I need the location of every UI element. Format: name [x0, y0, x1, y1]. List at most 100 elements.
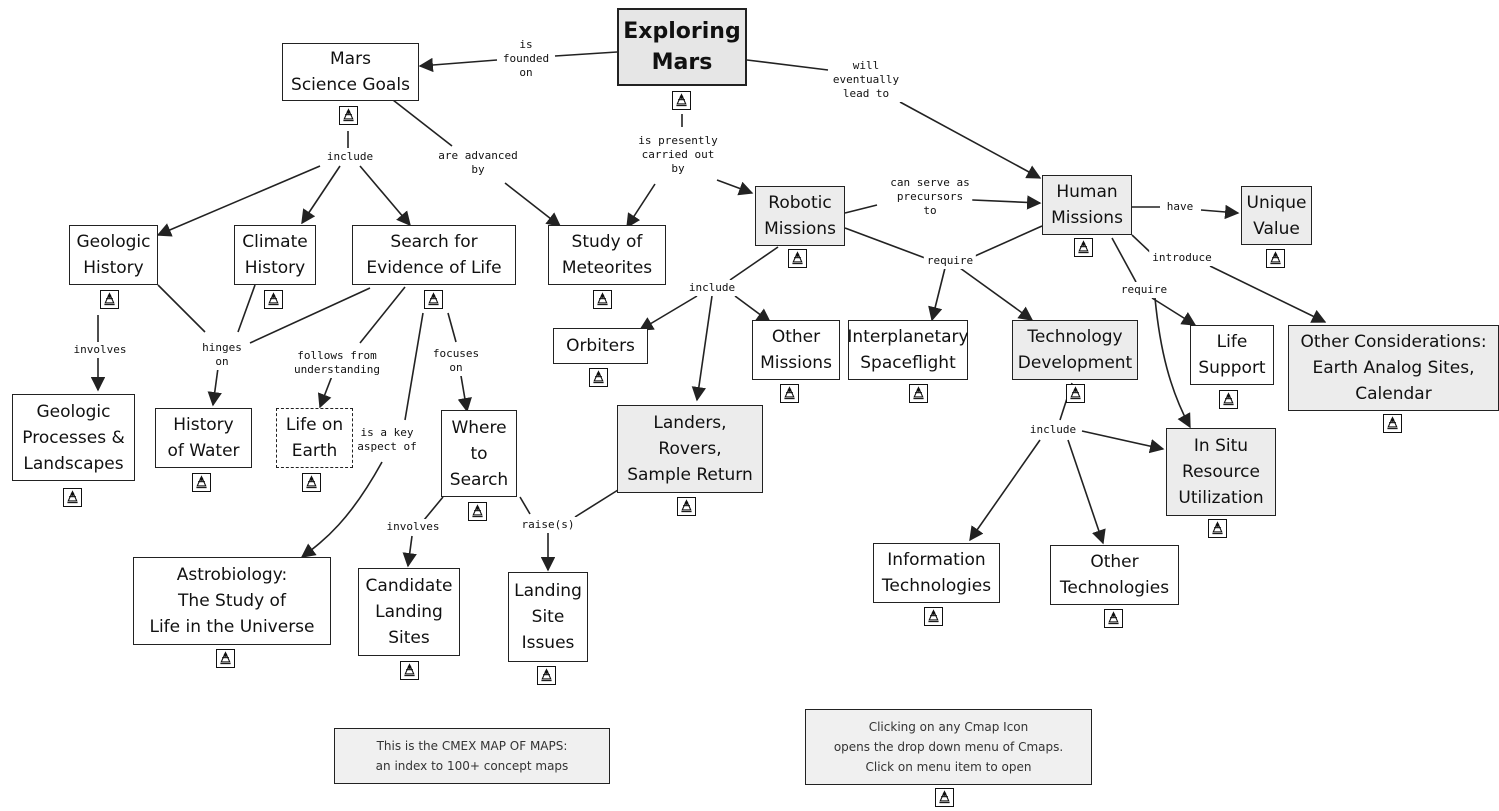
link-line	[974, 225, 1043, 257]
link-arrow	[207, 367, 222, 407]
link-line	[554, 51, 618, 57]
note-map-of-maps: This is the CMEX MAP OF MAPS: an index t…	[334, 728, 610, 784]
cmap-icon[interactable]	[468, 502, 487, 521]
cmap-icon[interactable]	[672, 91, 691, 110]
link-line	[359, 286, 406, 344]
concept-candidate-landing-sites[interactable]: Candidate Landing Sites	[358, 568, 460, 656]
concept-mars-science-goals[interactable]: Mars Science Goals	[282, 43, 419, 101]
link-arrow	[457, 369, 472, 413]
link-label-hinges-on: hinges on	[199, 340, 245, 370]
link-label-introduce: introduce	[1149, 250, 1215, 266]
cmap-icon[interactable]	[924, 607, 943, 626]
cmap-icon[interactable]	[1066, 384, 1085, 403]
link-arrow	[899, 101, 1042, 179]
link-line	[404, 312, 424, 421]
cmap-icon[interactable]	[1104, 609, 1123, 628]
link-label-are-advanced-by: are advanced by	[435, 148, 521, 178]
concept-human-missions[interactable]: Human Missions	[1042, 175, 1132, 235]
link-line	[574, 489, 619, 518]
cmap-icon[interactable]	[100, 290, 119, 309]
concept-history-of-water[interactable]: History of Water	[155, 408, 252, 468]
concept-interplanetary-spaceflight[interactable]: Interplanetary Spaceflight	[847, 320, 969, 380]
concept-geologic-history[interactable]: Geologic History	[69, 225, 158, 285]
cmap-icon[interactable]	[424, 290, 443, 309]
cmap-icon[interactable]	[1219, 390, 1238, 409]
concept-exploring-mars[interactable]: Exploring Mars	[617, 8, 747, 86]
link-label-follows-from-understanding: follows from understanding	[290, 348, 384, 378]
cmap-icon[interactable]	[1074, 238, 1093, 257]
link-line	[423, 496, 444, 521]
link-arrow	[959, 267, 1034, 321]
link-label-have: have	[1163, 199, 1197, 215]
link-line	[844, 227, 926, 259]
cmap-icon[interactable]	[339, 106, 358, 125]
link-label-involves: involves	[70, 342, 130, 358]
link-arrow	[300, 461, 383, 558]
link-arrow	[638, 295, 698, 331]
cmap-icon[interactable]	[589, 368, 608, 387]
cmap-icon[interactable]	[63, 488, 82, 507]
concept-other-technologies[interactable]: Other Technologies	[1050, 545, 1179, 605]
cmap-icon[interactable]	[593, 290, 612, 309]
concept-astrobiology[interactable]: Astrobiology: The Study of Life in the U…	[133, 557, 331, 645]
link-arrow	[359, 165, 411, 227]
cmap-icon[interactable]	[780, 384, 799, 403]
link-label-can-serve-as-precursors-to: can serve as precursors to	[887, 175, 973, 219]
concept-unique-value[interactable]: Unique Value	[1241, 186, 1312, 245]
concept-life-on-earth[interactable]: Life on Earth	[276, 408, 353, 468]
link-label-include: include	[1026, 422, 1080, 438]
concept-study-of-meteorites[interactable]: Study of Meteorites	[548, 225, 666, 285]
concept-robotic-missions[interactable]: Robotic Missions	[755, 186, 845, 246]
link-arrow	[928, 267, 946, 322]
link-line	[249, 287, 371, 344]
cmap-icon[interactable]	[677, 497, 696, 516]
link-arrow	[1209, 265, 1327, 323]
concept-in-situ-resource-utilization[interactable]: In Situ Resource Utilization	[1166, 428, 1276, 516]
link-line	[1111, 237, 1137, 283]
concept-search-for-evidence-of-life[interactable]: Search for Evidence of Life	[352, 225, 516, 285]
link-label-include: include	[685, 280, 739, 296]
link-arrow	[691, 295, 713, 402]
concept-life-support[interactable]: Life Support	[1190, 325, 1274, 385]
cmap-icon[interactable]	[192, 473, 211, 492]
cmap-icon[interactable]	[909, 384, 928, 403]
concept-landing-site-issues[interactable]: Landing Site Issues	[508, 572, 588, 662]
cmap-icon[interactable]	[935, 788, 954, 807]
link-label-require: require	[923, 253, 977, 269]
link-line	[746, 59, 829, 71]
concept-climate-history[interactable]: Climate History	[234, 225, 316, 285]
link-line	[519, 496, 531, 515]
cmap-icon[interactable]	[400, 661, 419, 680]
link-label-is-presently-carried-out-by: is presently carried out by	[635, 133, 721, 177]
cmap-icon[interactable]	[216, 649, 235, 668]
link-label-is-a-key-aspect-of: is a key aspect of	[354, 425, 420, 455]
note-cmap-instructions: Clicking on any Cmap Icon opens the drop…	[805, 709, 1092, 785]
cmap-icon[interactable]	[1383, 414, 1402, 433]
link-arrow	[301, 165, 341, 225]
link-arrow	[969, 439, 1041, 542]
link-arrow	[504, 182, 562, 227]
cmap-icon[interactable]	[264, 290, 283, 309]
link-line	[237, 284, 256, 333]
concept-other-missions[interactable]: Other Missions	[752, 320, 840, 380]
concept-information-technologies[interactable]: Information Technologies	[873, 543, 1000, 603]
link-arrow	[1081, 430, 1165, 454]
concept-orbiters[interactable]: Orbiters	[553, 328, 648, 364]
link-line	[392, 99, 453, 147]
link-arrow	[317, 375, 333, 409]
concept-landers-rovers-sample-return[interactable]: Landers, Rovers, Sample Return	[617, 405, 763, 493]
concept-where-to-search[interactable]: Where to Search	[441, 410, 517, 497]
concept-geologic-processes-landscapes[interactable]: Geologic Processes & Landscapes	[12, 394, 135, 481]
link-label-involves: involves	[383, 519, 443, 535]
cmap-icon[interactable]	[788, 249, 807, 268]
link-arrow	[1067, 439, 1106, 545]
cmap-icon[interactable]	[1266, 249, 1285, 268]
link-arrow	[1154, 297, 1191, 429]
concept-technology-development[interactable]: Technology Development	[1012, 320, 1138, 380]
concept-other-considerations[interactable]: Other Considerations: Earth Analog Sites…	[1288, 325, 1499, 411]
link-line	[844, 204, 878, 214]
cmap-icon[interactable]	[302, 473, 321, 492]
cmap-icon[interactable]	[1208, 519, 1227, 538]
cmap-icon[interactable]	[537, 666, 556, 685]
